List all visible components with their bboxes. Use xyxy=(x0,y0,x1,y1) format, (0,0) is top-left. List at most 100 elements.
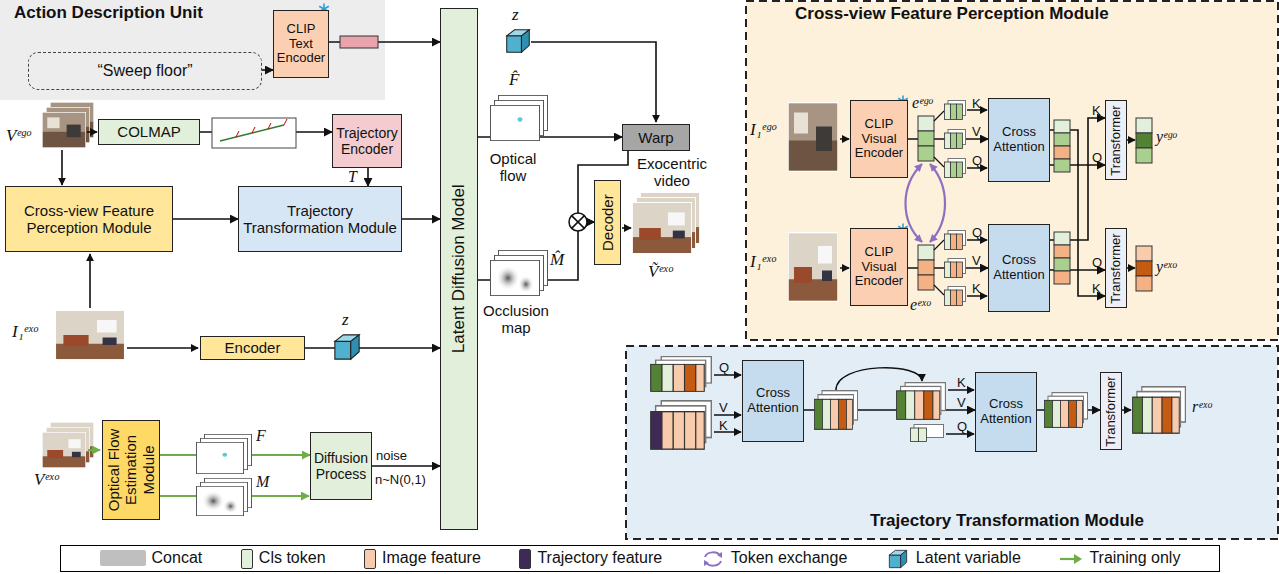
connector xyxy=(1050,118,1105,240)
annotation: K xyxy=(1092,103,1101,118)
label-holder: Vᵉˣᵒ xyxy=(34,470,59,490)
token xyxy=(1136,118,1152,133)
label-holder: F̂ xyxy=(509,70,519,90)
token-stack xyxy=(945,101,966,120)
legend-swatch xyxy=(241,549,253,569)
legend-text: Trajectory feature xyxy=(537,549,662,567)
connector xyxy=(262,69,273,71)
token-stack xyxy=(945,231,966,250)
token-stack xyxy=(945,159,966,178)
image-token xyxy=(918,146,934,161)
node-label: Trajectory Encoder xyxy=(335,125,399,157)
flow-frame xyxy=(491,105,540,140)
arrow xyxy=(1122,409,1131,411)
cls-token xyxy=(918,116,934,131)
node-label: Cross Attention xyxy=(991,253,1047,283)
token xyxy=(1136,133,1152,148)
module-box: Trajectory Transformation Module xyxy=(238,186,402,252)
label-holder: n~N(0,1) xyxy=(375,470,426,488)
arrow xyxy=(840,138,849,140)
token-stack xyxy=(815,391,858,430)
connector xyxy=(367,168,369,186)
legend-item: Cls token xyxy=(241,549,326,569)
annotation: K xyxy=(1092,281,1101,296)
node-label: COLMAP xyxy=(117,123,180,140)
connector xyxy=(372,465,440,467)
math-symbol: Ṽᵉˣᵒ xyxy=(648,262,673,281)
token xyxy=(1136,246,1152,261)
label-holder: Optical flow xyxy=(478,150,548,185)
token-stack xyxy=(651,401,712,449)
flow-frame xyxy=(196,442,243,473)
node-label: Latent Diffusion Model xyxy=(449,10,469,528)
image-token xyxy=(918,260,934,275)
math-symbol: yᵉˣᵒ xyxy=(1156,258,1176,275)
connector xyxy=(305,347,440,349)
token-stack xyxy=(945,287,966,306)
module-box: Cross-view Feature Perception Module xyxy=(5,186,173,252)
legend-text: Cls token xyxy=(259,549,326,567)
label-holder: Q xyxy=(972,223,982,241)
training-arrow xyxy=(88,449,100,451)
prompt-box: “Sweep floor” xyxy=(28,52,262,90)
node-label: Cross-view Feature Perception Module xyxy=(8,202,170,237)
math-symbol: z xyxy=(512,5,519,24)
panel-heading: Trajectory Transformation Module xyxy=(870,511,1144,530)
node-label: Warp xyxy=(638,129,673,146)
legend-swatch xyxy=(519,549,531,569)
token xyxy=(1054,271,1070,284)
legend-icon-shape xyxy=(889,550,906,567)
model-box: Latent Diffusion Model xyxy=(440,8,478,530)
node-label: Cross Attention xyxy=(991,125,1047,155)
label-holder: K xyxy=(719,416,728,434)
arrow xyxy=(1127,139,1135,141)
annotation: K xyxy=(719,418,728,433)
token-stack xyxy=(651,357,712,392)
annotation: K xyxy=(972,96,981,111)
label-holder: Exocentric video xyxy=(634,155,710,190)
legend-item: Token exchange xyxy=(701,549,848,569)
node-label: “Sweep floor” xyxy=(97,62,192,80)
token xyxy=(1136,148,1152,163)
module-panel: Cross-view Feature Perception ModuleCLIP… xyxy=(745,0,1279,340)
encoder-box: CLIP Visual Encoder xyxy=(850,100,908,178)
annotation: noise xyxy=(376,448,407,463)
cls-token xyxy=(918,245,934,260)
node-label: Diffusion Process xyxy=(313,450,369,482)
label-holder: T xyxy=(348,168,357,186)
math-symbol: rᵉˣᵒ xyxy=(1192,398,1212,415)
token xyxy=(1054,245,1070,258)
process-box: Warp xyxy=(622,124,690,151)
arrow xyxy=(531,42,656,122)
panel-heading: Action Description Unit xyxy=(14,3,203,22)
math-symbol: eᵉˣᵒ xyxy=(910,296,930,313)
math-symbol: Vᵉᵍᵒ xyxy=(6,126,31,145)
math-symbol: M̂ xyxy=(550,250,564,269)
label-holder: V xyxy=(957,393,966,411)
node-label: Transformer xyxy=(1109,102,1124,178)
connector xyxy=(402,218,440,220)
attention-box: Cross Attention xyxy=(988,98,1050,182)
multiply-cross xyxy=(572,216,585,229)
node-label: Cross Attention xyxy=(978,397,1034,427)
transformer-box: Transformer xyxy=(1105,228,1127,308)
label-holder: V xyxy=(972,251,981,269)
label-holder: V xyxy=(719,398,728,416)
token xyxy=(1054,146,1070,159)
token-stack xyxy=(911,425,944,442)
encoder-box: CLIP Visual Encoder xyxy=(850,228,908,306)
arrow xyxy=(127,347,198,349)
connector xyxy=(1050,130,1105,296)
legend-item: Training only xyxy=(1059,549,1180,569)
legend-text: Image feature xyxy=(382,549,481,567)
legend-text: Latent variable xyxy=(916,549,1021,567)
legend-item: Concat xyxy=(100,549,203,567)
occlusion-frame xyxy=(491,260,540,295)
math-symbol: F xyxy=(256,427,266,444)
annotation: Optical flow xyxy=(478,150,548,185)
heading-holder: Action Description Unit xyxy=(14,3,203,23)
annotation: Q xyxy=(719,360,729,375)
